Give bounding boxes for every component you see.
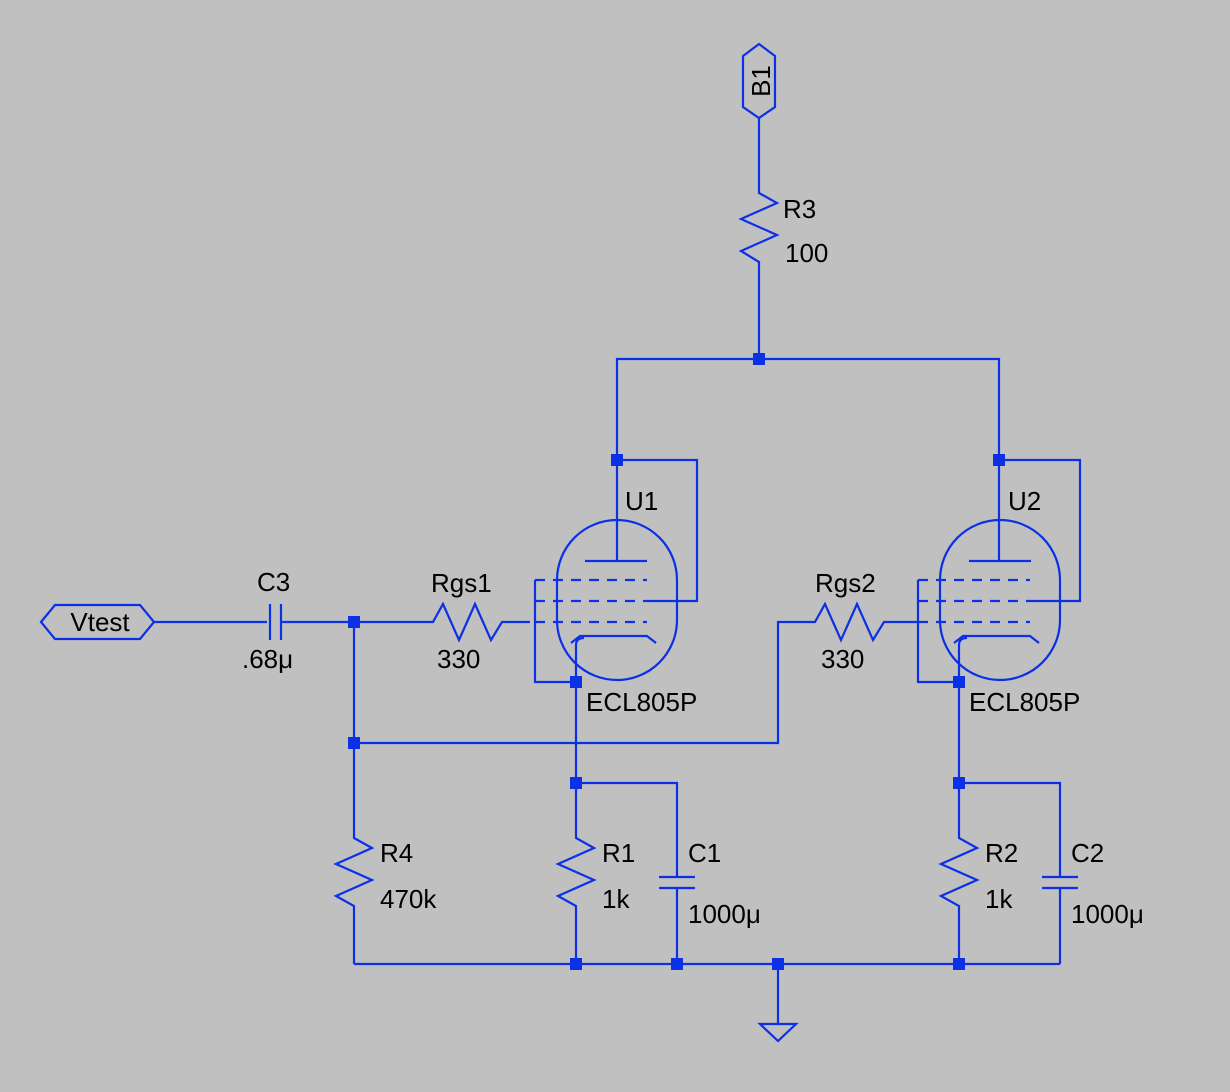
r1-ref: R1 <box>602 838 635 868</box>
wire <box>959 781 1062 877</box>
resistor-r4[interactable] <box>333 830 375 914</box>
port-b1[interactable]: B1 <box>741 42 777 120</box>
capacitor-c2[interactable] <box>1042 875 1078 890</box>
wire <box>574 636 585 682</box>
wire <box>576 781 679 877</box>
capacitor-c1[interactable] <box>659 875 695 890</box>
r3-value: 100 <box>785 238 828 268</box>
port-b1-label: B1 <box>746 65 776 97</box>
wire <box>617 458 699 603</box>
resistor-r3[interactable] <box>738 185 780 270</box>
wire <box>354 620 806 745</box>
c2-ref: C2 <box>1071 838 1104 868</box>
port-vtest-label: Vtest <box>70 607 130 637</box>
wire <box>916 580 959 684</box>
rgs1-value: 330 <box>437 644 480 674</box>
r4-ref: R4 <box>380 838 413 868</box>
r4-value: 470k <box>380 884 437 914</box>
resistor-rgs2[interactable] <box>806 601 892 643</box>
r3-ref: R3 <box>783 194 816 224</box>
c3-value: .68μ <box>242 644 293 674</box>
r2-value: 1k <box>985 884 1013 914</box>
u2-ref: U2 <box>1008 486 1041 516</box>
tube-u2[interactable] <box>918 518 1062 682</box>
junctions <box>348 353 1005 970</box>
wire-top-bus <box>615 357 1001 460</box>
rgs2-ref: Rgs2 <box>815 568 876 598</box>
c3-ref: C3 <box>257 567 290 597</box>
ground-icon <box>757 1022 799 1043</box>
wire <box>533 580 576 684</box>
resistor-r2[interactable] <box>938 830 980 914</box>
r1-value: 1k <box>602 884 630 914</box>
u1-value: ECL805P <box>586 687 697 717</box>
c2-value: 1000μ <box>1071 899 1144 929</box>
rgs1-ref: Rgs1 <box>431 568 492 598</box>
u1-ref: U1 <box>625 486 658 516</box>
wire <box>999 458 1082 603</box>
capacitor-c3[interactable] <box>268 604 283 640</box>
wire <box>957 636 968 682</box>
c1-ref: C1 <box>688 838 721 868</box>
r2-ref: R2 <box>985 838 1018 868</box>
resistor-r1[interactable] <box>555 830 597 914</box>
rgs2-value: 330 <box>821 644 864 674</box>
c1-value: 1000μ <box>688 899 761 929</box>
u2-value: ECL805P <box>969 687 1080 717</box>
resistor-rgs1[interactable] <box>424 601 510 643</box>
port-vtest[interactable]: Vtest <box>39 603 156 641</box>
